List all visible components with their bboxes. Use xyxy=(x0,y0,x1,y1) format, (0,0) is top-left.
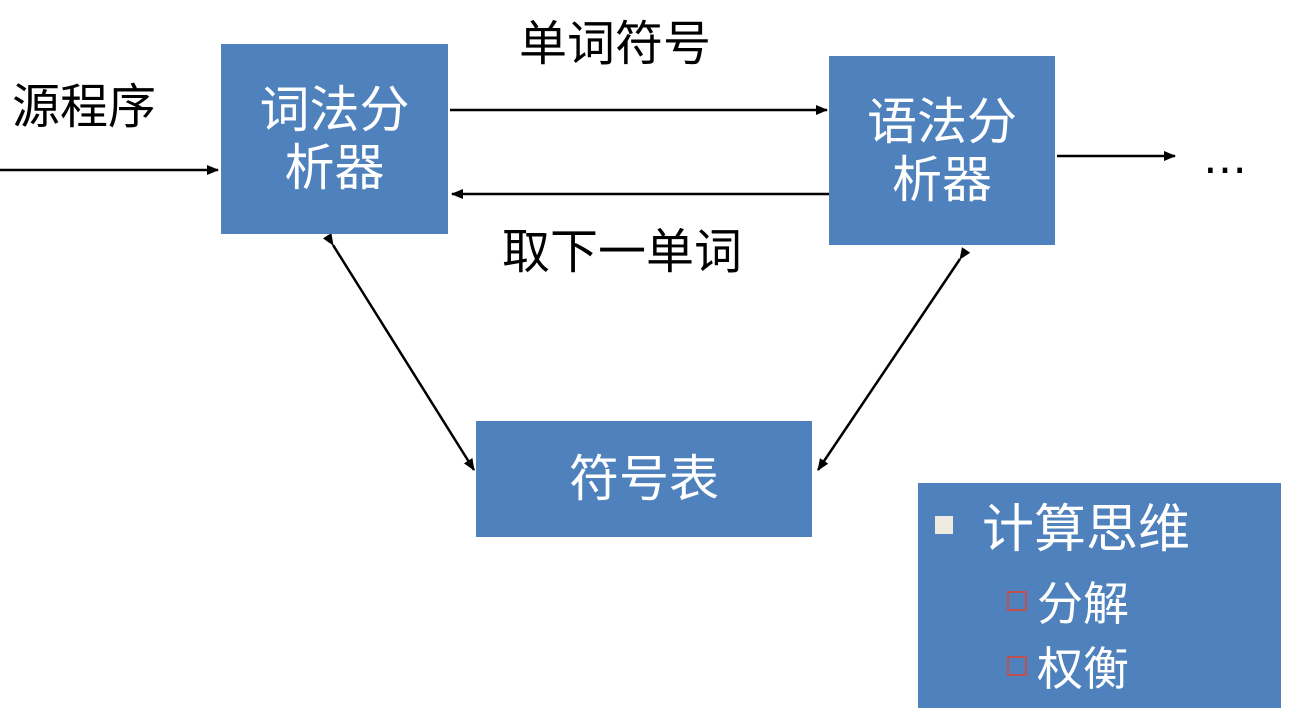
symbol-table-node: 符号表 xyxy=(476,421,812,537)
source-program-label: 源程序 xyxy=(12,79,157,135)
square-bullet-icon xyxy=(935,515,953,534)
notes-item: 权衡 xyxy=(1007,633,1129,699)
symbol-table-label: 符号表 xyxy=(569,450,719,508)
lexer-symtab-arrow xyxy=(322,233,476,471)
parser-node: 语法分 析器 xyxy=(829,56,1055,245)
notes-title: 计算思维 xyxy=(982,500,1191,560)
hollow-square-bullet-icon xyxy=(1007,656,1027,676)
notes-box: 计算思维 分解 权衡 xyxy=(918,483,1281,708)
notes-item-label: 权衡 xyxy=(1037,642,1129,696)
hollow-square-bullet-icon xyxy=(1007,591,1027,611)
lexer-node: 词法分 析器 xyxy=(221,44,448,234)
lexer-label: 词法分 析器 xyxy=(259,81,410,197)
notes-title-row: 计算思维 xyxy=(935,487,1190,562)
parser-symtab-arrow xyxy=(816,247,971,471)
get-next-token-label: 取下一单词 xyxy=(502,224,743,280)
notes-item-label: 分解 xyxy=(1037,577,1129,631)
parser-label: 语法分 析器 xyxy=(867,92,1017,209)
continuation-ellipsis: … xyxy=(1203,133,1247,184)
notes-item: 分解 xyxy=(1007,568,1129,634)
token-label: 单词符号 xyxy=(519,16,712,72)
